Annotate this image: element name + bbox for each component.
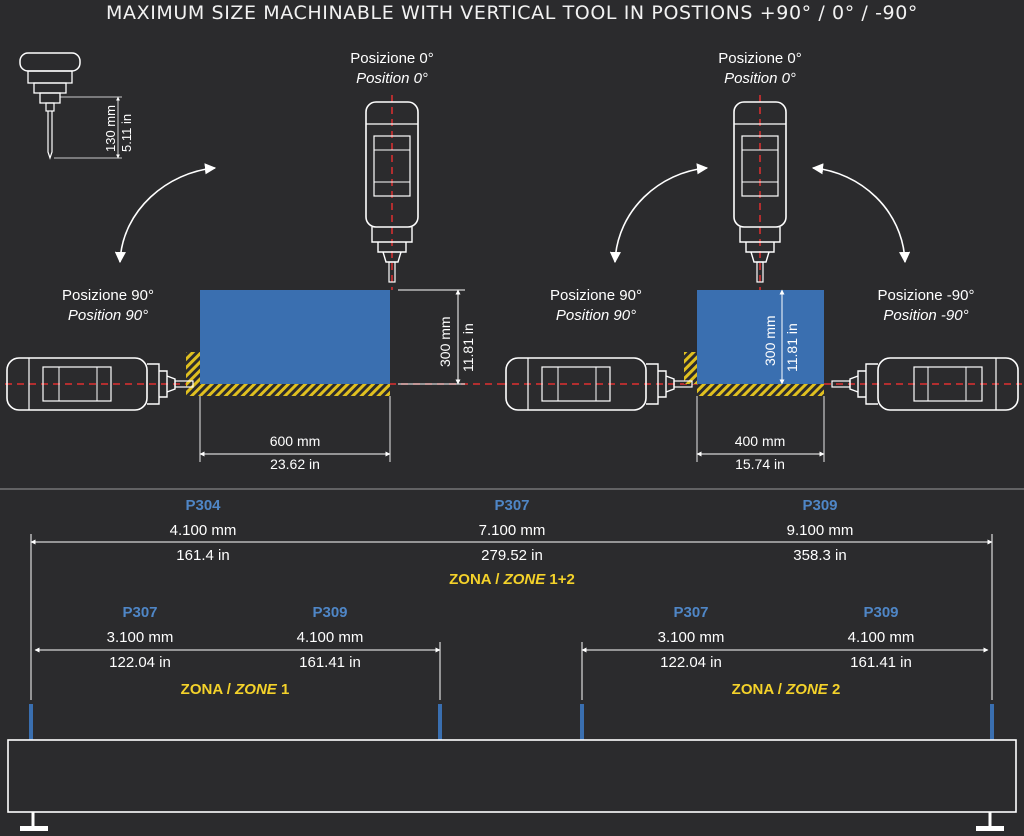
- right-pos90-en: Position 90°: [555, 307, 637, 324]
- full-model-mm: 9.100 mm: [786, 522, 854, 539]
- full-model-name: P304: [185, 497, 221, 514]
- zone2-model-mm: 4.100 mm: [847, 629, 915, 646]
- left-height-mm: 300 mm: [437, 316, 453, 367]
- workpiece-right: [697, 290, 824, 384]
- zone2-model-mm: 3.100 mm: [657, 629, 725, 646]
- full-model-in: 358.3 in: [793, 547, 847, 564]
- right-posm90-it: Posizione -90°: [877, 287, 975, 304]
- left-width-mm: 600 mm: [269, 433, 321, 449]
- right-setup-diagram: [500, 95, 1022, 462]
- tool-length-in: 5.11 in: [119, 113, 134, 152]
- tool-holder-icon: [19, 52, 122, 160]
- full-model-in: 161.4 in: [176, 547, 230, 564]
- zone-1-2-label: ZONA / ZONE 1+2: [449, 571, 575, 588]
- full-model-mm: 4.100 mm: [169, 522, 237, 539]
- right-width-in: 15.74 in: [735, 456, 785, 472]
- machine-bed: [7, 739, 1017, 813]
- zone2-model-name: P309: [863, 604, 899, 621]
- right-pos0-it: Posizione 0°: [718, 50, 802, 67]
- zone1-model-name: P309: [312, 604, 348, 621]
- workpiece-left: [200, 290, 390, 384]
- zone-1-label: ZONA / ZONE 1: [180, 681, 290, 698]
- left-pos0-it: Posizione 0°: [350, 50, 434, 67]
- left-pos90-it: Posizione 90°: [62, 287, 154, 304]
- right-height-mm: 300 mm: [762, 315, 778, 366]
- full-model-name: P309: [802, 497, 838, 514]
- zone1-model-name: P307: [122, 604, 158, 621]
- machine-bed-diagram: [7, 534, 1017, 831]
- left-height-in: 11.81 in: [460, 323, 476, 372]
- zone1-model-mm: 3.100 mm: [106, 629, 174, 646]
- zone-2-label: ZONA / ZONE 2: [731, 681, 841, 698]
- zone2-model-in: 122.04 in: [660, 654, 722, 671]
- left-width-in: 23.62 in: [270, 456, 320, 472]
- left-setup-diagram: [5, 95, 500, 462]
- right-width-mm: 400 mm: [734, 433, 786, 449]
- right-pos0-en: Position 0°: [724, 70, 796, 87]
- full-model-in: 279.52 in: [481, 547, 543, 564]
- right-height-in: 11.81 in: [784, 323, 800, 372]
- diagram-title: MAXIMUM SIZE MACHINABLE WITH VERTICAL TO…: [105, 2, 919, 24]
- full-model-name: P307: [494, 497, 530, 514]
- zone2-model-name: P307: [673, 604, 709, 621]
- zone2-model-in: 161.41 in: [850, 654, 912, 671]
- full-model-mm: 7.100 mm: [478, 522, 546, 539]
- left-pos90-en: Position 90°: [67, 307, 149, 324]
- right-pos90-it: Posizione 90°: [550, 287, 642, 304]
- zone1-model-in: 122.04 in: [109, 654, 171, 671]
- zone1-model-in: 161.41 in: [299, 654, 361, 671]
- tool-length-mm: 130 mm: [103, 105, 118, 152]
- right-posm90-en: Position -90°: [883, 307, 969, 324]
- left-pos0-en: Position 0°: [356, 70, 428, 87]
- zone1-model-mm: 4.100 mm: [296, 629, 364, 646]
